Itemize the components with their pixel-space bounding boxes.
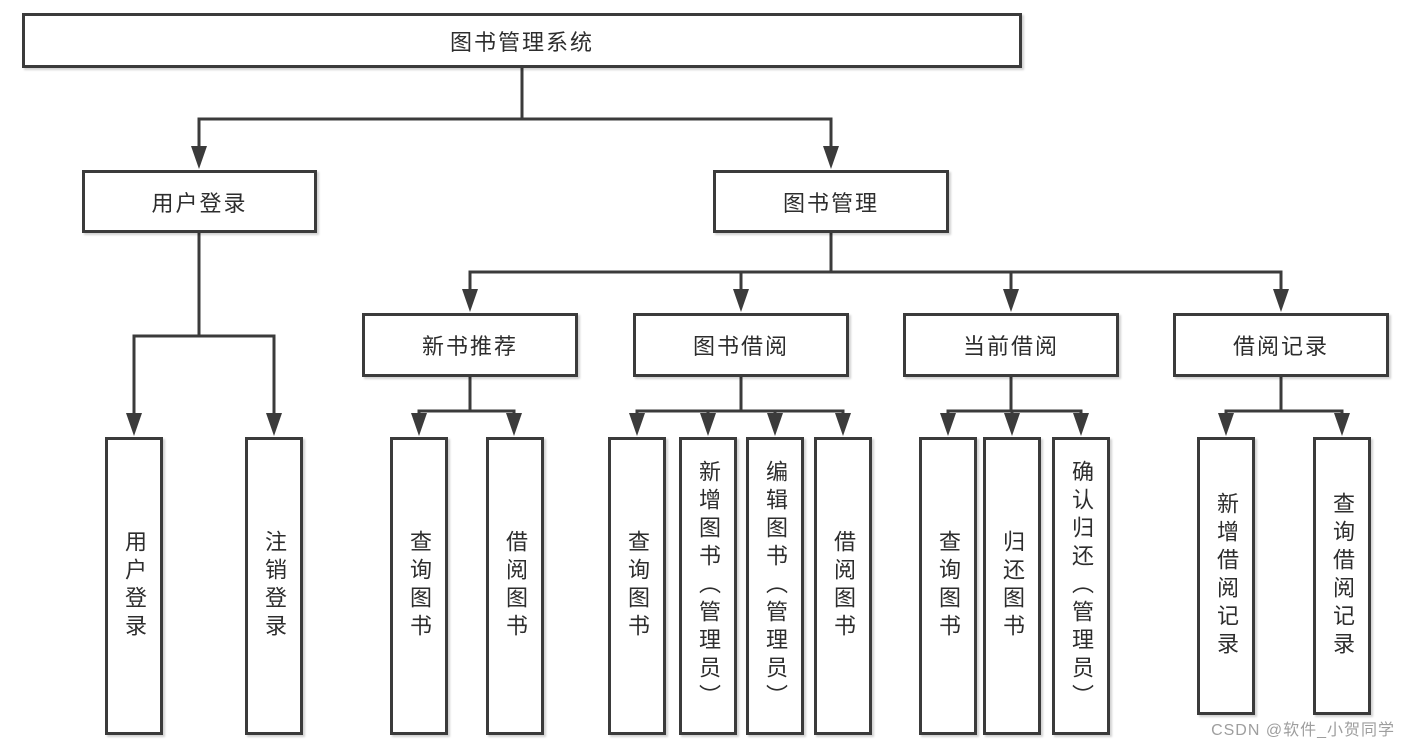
node-label: 借阅记录 (1232, 334, 1329, 359)
node-library-management-system: 图书管理系统 (22, 13, 1022, 68)
node-label: 用户登录 (122, 530, 147, 642)
node-label: 新书推荐 (421, 334, 518, 359)
node-leaf-edit-books-admin: 编辑图书（管理员） (746, 437, 804, 735)
node-current-borrowing: 当前借阅 (903, 313, 1119, 377)
csdn-watermark: CSDN @软件_小贺同学 (1211, 722, 1395, 739)
node-label: 借阅图书 (503, 530, 528, 642)
node-leaf-query-books-current: 查询图书 (919, 437, 977, 735)
node-book-management: 图书管理 (713, 170, 949, 233)
node-label: 用户登录 (151, 190, 248, 216)
node-label: 编辑图书（管理员） (763, 460, 788, 712)
node-leaf-return-books: 归还图书 (983, 437, 1041, 735)
node-book-borrowing: 图书借阅 (633, 313, 849, 377)
node-label: 注销登录 (262, 530, 287, 642)
node-leaf-query-books-recommend: 查询图书 (390, 437, 448, 735)
node-leaf-query-books-borrow: 查询图书 (608, 437, 666, 735)
node-label: 图书借阅 (692, 334, 789, 359)
connector-book-management-split (462, 232, 1289, 312)
node-leaf-add-books-admin: 新增图书（管理员） (679, 437, 737, 735)
node-borrowing-records: 借阅记录 (1173, 313, 1389, 377)
node-leaf-borrow-books: 借阅图书 (814, 437, 872, 735)
node-label: 查询图书 (407, 530, 432, 642)
node-user-login-group: 用户登录 (82, 170, 317, 233)
connector-user-login-split (126, 232, 282, 436)
node-label: 查询图书 (625, 530, 650, 642)
connector-book-borrow-split (629, 377, 851, 436)
node-label: 新增借阅记录 (1214, 492, 1239, 660)
node-leaf-borrow-books-recommend: 借阅图书 (486, 437, 544, 735)
node-label: 确认归还（管理员） (1069, 460, 1094, 712)
node-label: 图书管理 (782, 190, 879, 216)
node-new-book-recommendation: 新书推荐 (362, 313, 578, 377)
node-leaf-logout: 注销登录 (245, 437, 303, 735)
connector-new-book-split (411, 377, 522, 436)
node-label: 借阅图书 (831, 530, 856, 642)
node-leaf-user-login: 用户登录 (105, 437, 163, 735)
node-leaf-confirm-return-admin: 确认归还（管理员） (1052, 437, 1110, 735)
connector-current-borrow-split (940, 377, 1089, 436)
node-label: 归还图书 (1000, 530, 1025, 642)
connector-borrow-records-split (1218, 377, 1350, 436)
node-leaf-add-borrow-record: 新增借阅记录 (1197, 437, 1255, 715)
node-label: 当前借阅 (962, 334, 1059, 359)
node-leaf-query-borrow-record: 查询借阅记录 (1313, 437, 1371, 715)
connector-root-split (191, 68, 839, 169)
node-label: 图书管理系统 (449, 29, 594, 55)
node-label: 查询图书 (936, 530, 961, 642)
node-label: 查询借阅记录 (1330, 492, 1355, 660)
node-label: 新增图书（管理员） (696, 460, 721, 712)
